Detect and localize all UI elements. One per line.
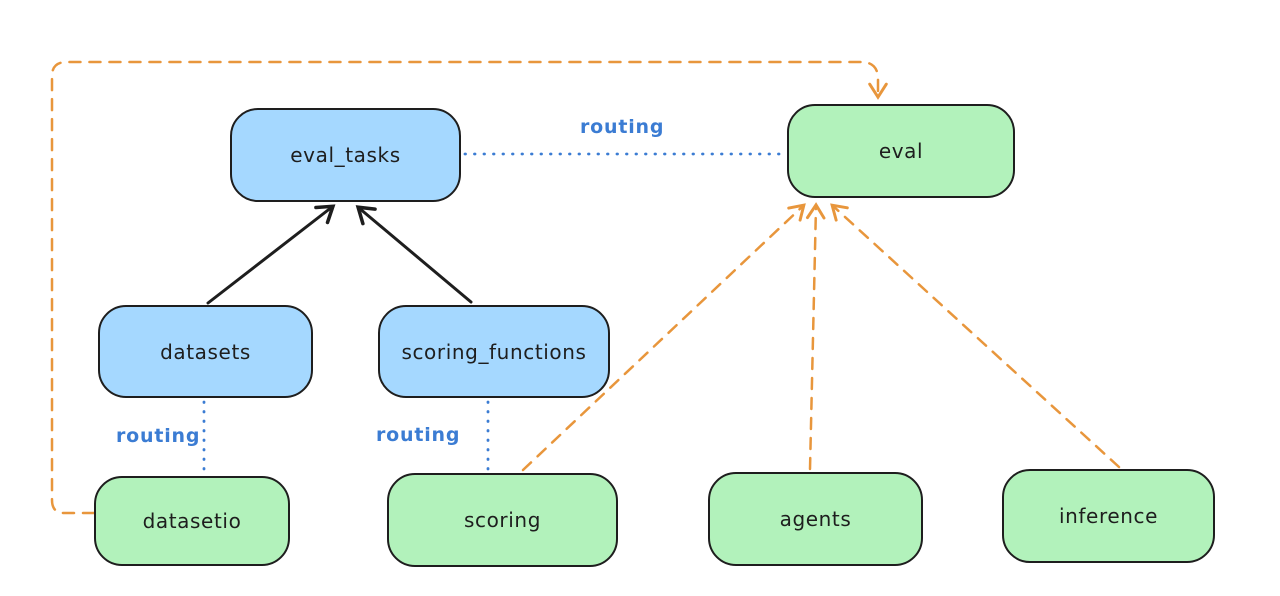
node-scoring-functions: scoring_functions [378, 305, 610, 398]
node-agents-label: agents [779, 507, 852, 531]
node-scoring-functions-label: scoring_functions [401, 339, 587, 364]
node-eval-label: eval [878, 139, 924, 163]
edge-datasets-to-eval-tasks [206, 204, 336, 305]
edge-scoring-functions-to-eval-tasks [355, 205, 473, 304]
node-eval-tasks-label: eval_tasks [290, 143, 401, 167]
node-eval-tasks: eval_tasks [230, 108, 461, 202]
node-inference-label: inference [1058, 504, 1159, 528]
node-scoring-label: scoring [463, 508, 541, 532]
node-datasets-label: datasets [160, 339, 251, 364]
node-agents: agents [708, 472, 923, 566]
node-inference: inference [1002, 469, 1215, 563]
edge-label-routing-scoring: routing [376, 424, 461, 446]
node-datasetio: datasetio [94, 476, 290, 566]
edge-label-routing-datasetio: routing [116, 425, 201, 447]
node-datasetio-label: datasetio [142, 509, 242, 533]
edge-inference-to-eval [830, 203, 1121, 469]
node-scoring: scoring [387, 473, 618, 567]
edge-label-routing-eval: routing [580, 116, 665, 138]
node-eval: eval [787, 104, 1015, 198]
node-datasets: datasets [98, 305, 313, 398]
edge-agents-to-eval [805, 202, 826, 471]
